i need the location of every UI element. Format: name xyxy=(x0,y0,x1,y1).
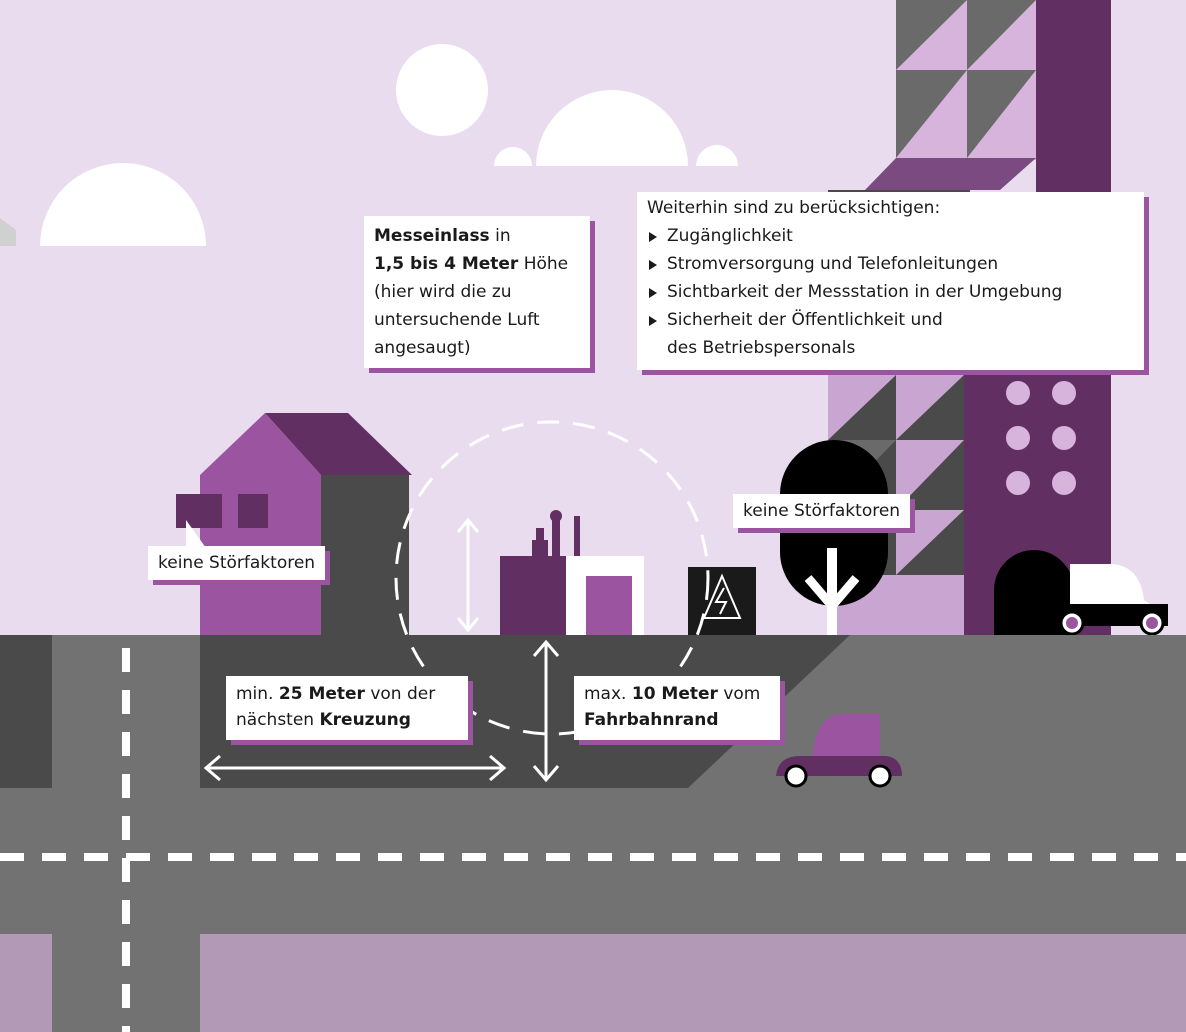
clouds xyxy=(40,44,738,246)
list-item: Zugänglichkeit xyxy=(647,222,1134,250)
roadside-distance-label: max. 10 Meter vom Fahrbahnrand xyxy=(574,676,780,740)
crossing-distance-label: min. 25 Meter von der nächsten Kreuzung xyxy=(226,676,468,740)
car xyxy=(776,714,902,788)
van xyxy=(1059,564,1168,636)
considerations-label: Weiterhin sind zu berücksichtigen: Zugän… xyxy=(637,192,1144,370)
considerations-list: Zugänglichkeit Stromversorgung und Telef… xyxy=(647,222,1134,334)
list-item: Sicherheit der Öffentlichkeit und xyxy=(647,306,1134,334)
distance-circle xyxy=(394,420,710,736)
crossing-distance-arrow xyxy=(203,754,507,782)
inlet-height-label: Messeinlass in 1,5 bis 4 Meter Höhe (hie… xyxy=(364,216,590,368)
height-arrow xyxy=(456,517,480,633)
considerations-title: Weiterhin sind zu berücksichtigen: xyxy=(647,198,941,218)
measuring-station xyxy=(500,510,644,636)
no-interference-label-left: keine Störfaktoren xyxy=(148,546,326,580)
roadside-distance-arrow xyxy=(532,639,560,783)
electrical-box xyxy=(688,567,756,636)
list-item: Sichtbarkeit der Messstation in der Umge… xyxy=(647,278,1134,306)
list-item: Stromversorgung und Telefonleitungen xyxy=(647,250,1134,278)
no-interference-label-right: keine Störfaktoren xyxy=(733,494,911,528)
